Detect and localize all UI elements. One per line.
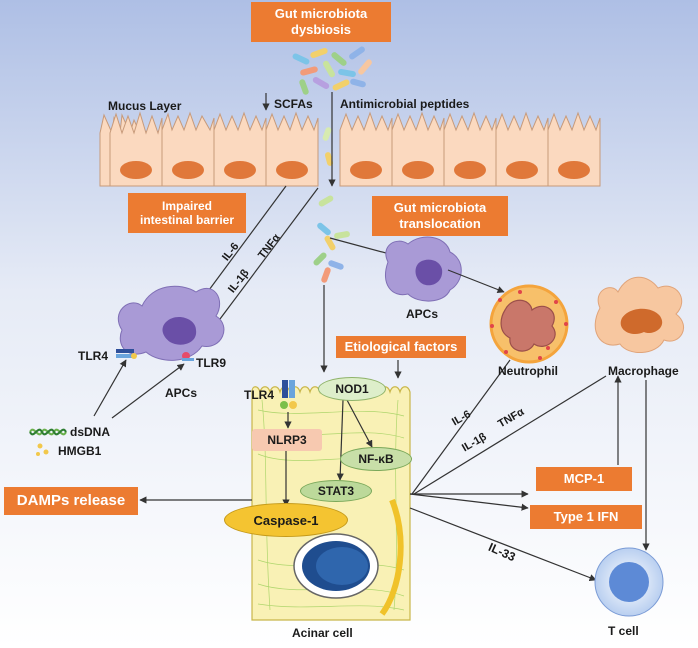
etiological-factors-box: Etiological factors xyxy=(336,336,466,358)
tcell-nucleus xyxy=(609,562,649,602)
caspase1-oval: Caspase-1 xyxy=(224,503,348,537)
nlrp3-box: NLRP3 xyxy=(252,429,322,451)
damps-release-box: DAMPs release xyxy=(4,487,138,515)
neutrophil-line xyxy=(411,359,511,495)
il33-arrow xyxy=(409,507,597,582)
tlr4-acinar-receptor-icon xyxy=(280,380,297,409)
dsdna-label: dsDNA xyxy=(70,425,111,439)
macrophage-label: Macrophage xyxy=(608,364,679,378)
barrier-to-apc-arrow xyxy=(213,187,319,328)
hmgb1-to-tlr9-arrow xyxy=(111,363,185,419)
nod1-to-stat3-arrow xyxy=(336,399,344,481)
translocation-box: Gut microbiota translocation xyxy=(372,196,508,236)
acinar-nucleolus xyxy=(316,547,368,585)
tlr9-label: TLR9 xyxy=(196,356,226,370)
acinar-to-ifn-arrow xyxy=(409,493,529,511)
tlr9-receptor-icon xyxy=(182,352,194,361)
acinar-edge-highlight xyxy=(379,498,404,616)
hmgb1-icon xyxy=(36,443,49,456)
type1-ifn-box: Type 1 IFN xyxy=(530,505,642,529)
apcs-label-left: APCs xyxy=(165,386,198,400)
mucus-layer-label: Mucus Layer xyxy=(108,99,182,113)
acinar-cell-label: Acinar cell xyxy=(292,626,353,640)
tlr4-label-acinar: TLR4 xyxy=(244,388,274,402)
dsdna-icon xyxy=(29,428,67,436)
impaired-barrier-box: Impaired intestinal barrier xyxy=(128,193,246,233)
neutrophil-nucleus xyxy=(500,299,556,352)
apcs-label-mid: APCs xyxy=(406,307,439,321)
neutrophil-label: Neutrophil xyxy=(498,364,558,378)
amp-label: Antimicrobial peptides xyxy=(340,97,470,111)
nod1-oval: NOD1 xyxy=(318,377,386,401)
tlr4-label-apc: TLR4 xyxy=(78,349,108,363)
bacteria-cluster-icon xyxy=(292,46,372,95)
nod1-to-nfkb-arrow xyxy=(346,399,373,448)
gut-dysbiosis-box: Gut microbiota dysbiosis xyxy=(251,2,391,42)
apc-to-neutrophil-arrow xyxy=(447,269,505,293)
apc-nucleus-left xyxy=(162,316,197,345)
tcell-label: T cell xyxy=(608,624,639,638)
nfkb-oval: NF-κB xyxy=(340,447,412,471)
mcp1-box: MCP-1 xyxy=(536,467,632,491)
translocating-bacteria-icon xyxy=(313,127,350,283)
neutrophil-granules xyxy=(490,290,568,360)
hmgb1-label: HMGB1 xyxy=(58,444,102,458)
dsdna-to-tlr4-arrow xyxy=(93,359,127,417)
tlr4-receptor-icon xyxy=(116,349,137,359)
macrophage-nucleus xyxy=(620,308,663,335)
intestinal-epithelium xyxy=(99,111,601,187)
scfas-label: SCFAs xyxy=(274,97,313,111)
apc-nucleus-mid xyxy=(415,259,443,286)
macrophage-line xyxy=(413,375,607,495)
stat3-oval: STAT3 xyxy=(300,480,372,502)
